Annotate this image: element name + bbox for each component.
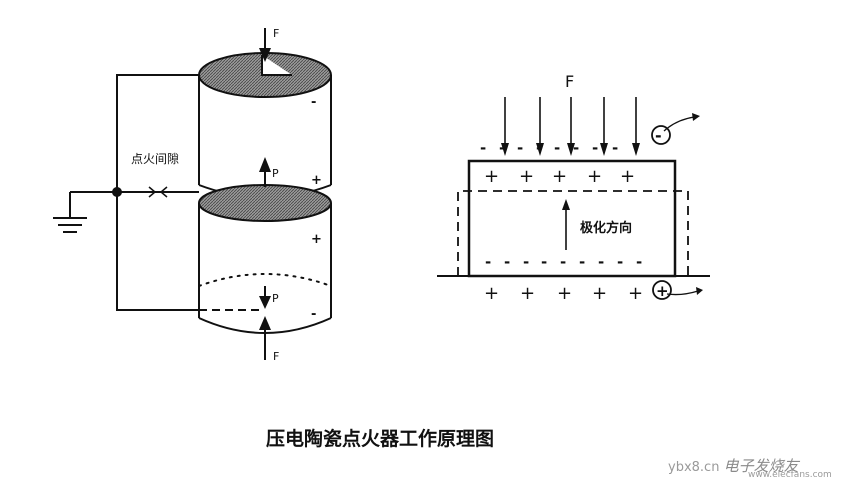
svg-text:-: - (517, 139, 523, 157)
upper-polarization-label: P (272, 167, 279, 180)
svg-text:-: - (636, 253, 642, 271)
lower-bottom-charge-sign: - (311, 307, 316, 322)
hole-trail-head (696, 287, 703, 295)
polarization-block-diagram (437, 97, 710, 300)
junction-dot (112, 187, 122, 197)
ceramic-block (467, 159, 677, 278)
svg-text:-: - (554, 139, 560, 157)
polarization-direction-label: 极化方向 (580, 220, 632, 236)
svg-text:+: + (628, 283, 643, 304)
lower-cylinder-back-edge-dotted (198, 273, 332, 287)
svg-text:-: - (504, 253, 510, 271)
bottom-force-arrow (259, 316, 271, 360)
electron-sign: - (655, 126, 662, 145)
svg-text:-: - (485, 253, 491, 271)
hole-sign: + (656, 282, 669, 300)
svg-text:-: - (598, 253, 604, 271)
lower-top-charge-sign: + (311, 232, 322, 247)
watermark-url: www.elecfans.com (748, 470, 832, 480)
svg-text:-: - (523, 253, 529, 271)
top-force-label: F (273, 27, 279, 40)
svg-text:-: - (480, 139, 486, 157)
svg-text:-: - (573, 139, 579, 157)
spark-gap-symbol (148, 186, 168, 198)
electron-circle (651, 125, 671, 145)
svg-text:+: + (552, 166, 567, 187)
watermark: ybx8.cn 电子发烧友 www.elecfans.com (668, 455, 832, 480)
svg-text:-: - (617, 253, 623, 271)
hole-circle (652, 280, 672, 300)
svg-text:-: - (536, 139, 542, 157)
right-force-label: F (565, 72, 574, 91)
right-force-arrows (504, 97, 637, 150)
piezo-cylinder-diagram (53, 52, 332, 334)
svg-text:-: - (560, 253, 566, 271)
upper-bottom-charge-sign: + (311, 173, 322, 188)
svg-text:+: + (592, 283, 607, 304)
svg-text:-: - (541, 253, 547, 271)
lower-polarization-label: P (272, 292, 279, 305)
lower-polarization-arrow (259, 286, 271, 309)
polarization-arrowhead (562, 199, 570, 210)
watermark-brand: 电子发烧友 (723, 457, 799, 475)
svg-text:-: - (579, 253, 585, 271)
bottom-force-label: F (273, 350, 279, 363)
top-force-arrow (259, 28, 271, 62)
spark-gap-label: 点火间隙 (131, 152, 179, 166)
svg-text:+: + (519, 166, 534, 187)
svg-text:-: - (592, 139, 598, 157)
svg-text:+: + (620, 166, 635, 187)
upper-top-charge-sign: - (311, 95, 316, 110)
watermark-site: ybx8.cn (668, 460, 720, 475)
electron-trail-head (692, 113, 700, 121)
svg-text:-: - (499, 139, 505, 157)
top-plus-row: + + + + + (484, 166, 635, 187)
svg-text:+: + (520, 283, 535, 304)
deformed-block-outline (457, 190, 689, 276)
right-force-arrowheads (501, 113, 703, 295)
bottom-minus-row: - - - - - - - - - (485, 253, 642, 271)
svg-text:+: + (484, 283, 499, 304)
bottom-plus-row: + + + + + (484, 283, 643, 304)
lower-cylinder-top-face (198, 184, 332, 222)
upper-polarization-arrow (259, 157, 271, 187)
electron-trail (663, 116, 695, 132)
top-contact-notch (261, 55, 292, 76)
svg-text:+: + (484, 166, 499, 187)
svg-text:+: + (557, 283, 572, 304)
diagram-caption: 压电陶瓷点火器工作原理图 (265, 428, 494, 450)
top-minus-row: - - - - - - - - (480, 139, 618, 157)
svg-text:+: + (587, 166, 602, 187)
svg-text:-: - (612, 139, 618, 157)
